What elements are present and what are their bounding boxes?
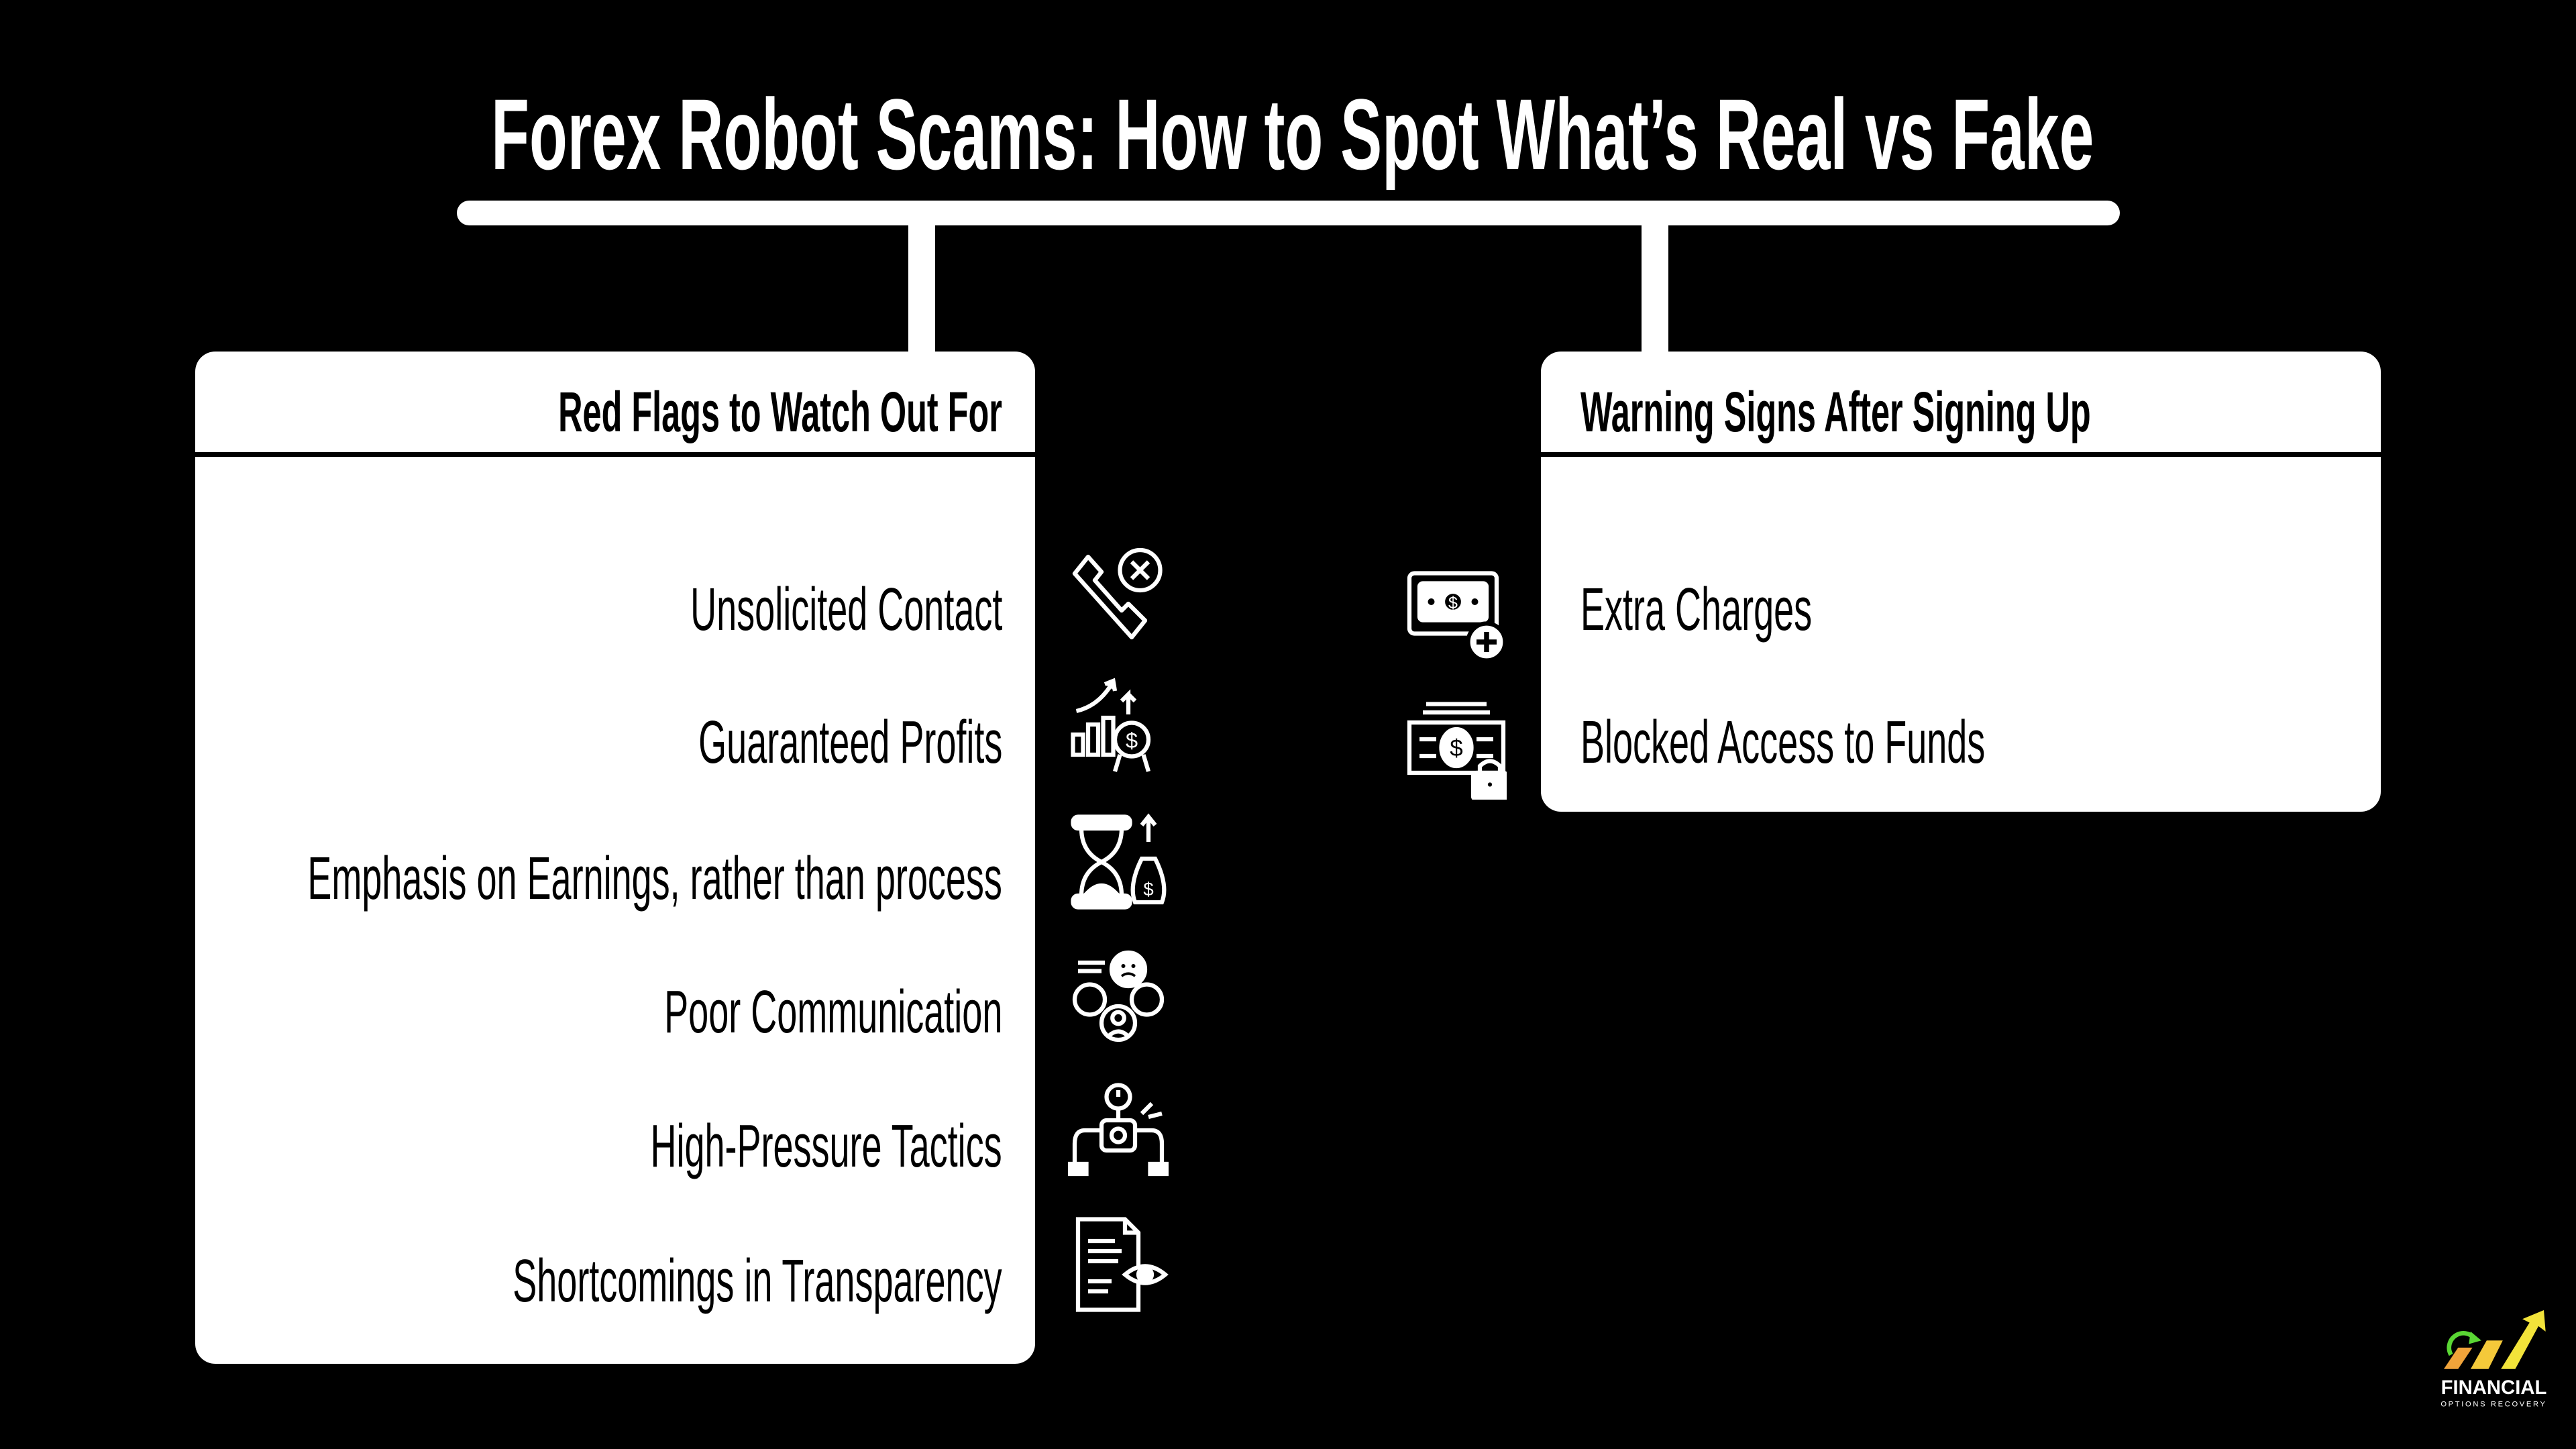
svg-text:$: $ — [1448, 594, 1458, 612]
list-item: Poor Communication — [663, 979, 1002, 1046]
pressure-gauge-pipe-icon — [1067, 1080, 1169, 1181]
right-connector — [1642, 221, 1668, 356]
banknote-plus-icon: $ — [1406, 565, 1507, 665]
growth-chart-dollar-badge-icon: $ — [1068, 678, 1169, 778]
left-connector — [908, 221, 935, 356]
red-flags-card: Red Flags to Watch Out For Unsolicited C… — [195, 352, 1035, 1364]
svg-text:FINANCIAL: FINANCIAL — [2441, 1377, 2547, 1399]
page-title: Forex Robot Scams: How to Spot What’s Re… — [491, 78, 2094, 191]
people-chat-sad-icon — [1068, 946, 1169, 1046]
card-header: Red Flags to Watch Out For — [195, 352, 1035, 457]
hourglass-money-bag-icon: $ — [1068, 812, 1169, 912]
list-item: Extra Charges — [1580, 576, 1813, 643]
list-item: Blocked Access to Funds — [1580, 709, 1986, 776]
svg-text:$: $ — [1126, 729, 1138, 753]
svg-text:OPTIONS RECOVERY: OPTIONS RECOVERY — [2440, 1401, 2546, 1409]
phone-rejected-icon — [1068, 543, 1169, 644]
banknote-lock-icon: $ — [1406, 699, 1509, 802]
financial-options-recovery-logo: FINANCIAL OPTIONS RECOVERY — [2422, 1305, 2566, 1415]
card-heading: Warning Signs After Signing Up — [1580, 380, 2091, 443]
list-item: Shortcomings in Transparency — [513, 1248, 1002, 1315]
card-header: Warning Signs After Signing Up — [1541, 352, 2381, 457]
card-heading: Red Flags to Watch Out For — [558, 380, 1002, 443]
warning-signs-card: Warning Signs After Signing Up Extra Cha… — [1541, 352, 2381, 812]
list-item: Unsolicited Contact — [690, 576, 1002, 643]
svg-text:$: $ — [1450, 735, 1462, 761]
list-item: Guaranteed Profits — [698, 709, 1002, 776]
list-item: Emphasis on Earnings, rather than proces… — [307, 845, 1002, 912]
document-eye-icon — [1068, 1214, 1169, 1315]
list-item: High-Pressure Tactics — [650, 1113, 1002, 1180]
title-underline-bar — [457, 201, 2120, 225]
svg-text:$: $ — [1143, 879, 1153, 900]
